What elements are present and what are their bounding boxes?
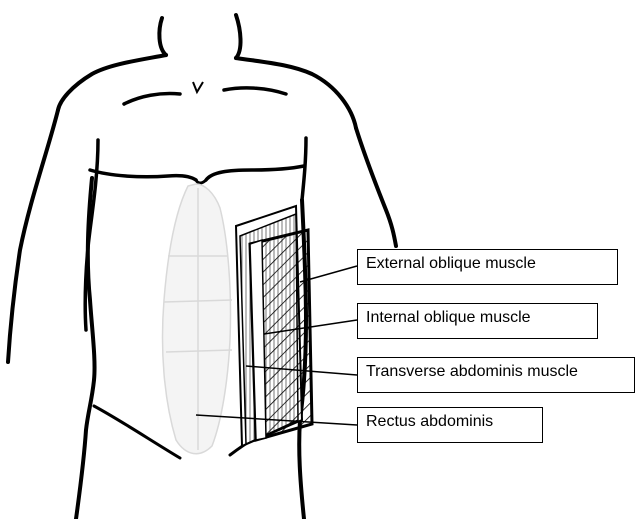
clavicle-notch — [193, 82, 203, 92]
right-chest-line — [206, 166, 304, 180]
label-internal-oblique: Internal oblique muscle — [357, 303, 598, 339]
label-transverse-abdominis: Transverse abdominis muscle — [357, 357, 635, 393]
left-chest-line — [90, 170, 196, 180]
sternum-line — [196, 180, 206, 183]
left-hip-line — [94, 406, 180, 458]
neck-right-outline — [236, 15, 241, 58]
right-collarbone — [224, 88, 286, 94]
rectus-abdominis-shape — [163, 184, 231, 454]
left-arm-outline — [8, 110, 58, 362]
right-shoulder-outline — [236, 58, 356, 128]
label-external-oblique: External oblique muscle — [357, 249, 618, 285]
right-inner-arm-line — [302, 138, 306, 200]
label-rectus-abdominis: Rectus abdominis — [357, 407, 543, 443]
left-shoulder-outline — [58, 55, 166, 110]
right-arm-outline — [356, 128, 396, 246]
left-collarbone — [124, 93, 180, 104]
neck-left-outline — [159, 18, 166, 55]
